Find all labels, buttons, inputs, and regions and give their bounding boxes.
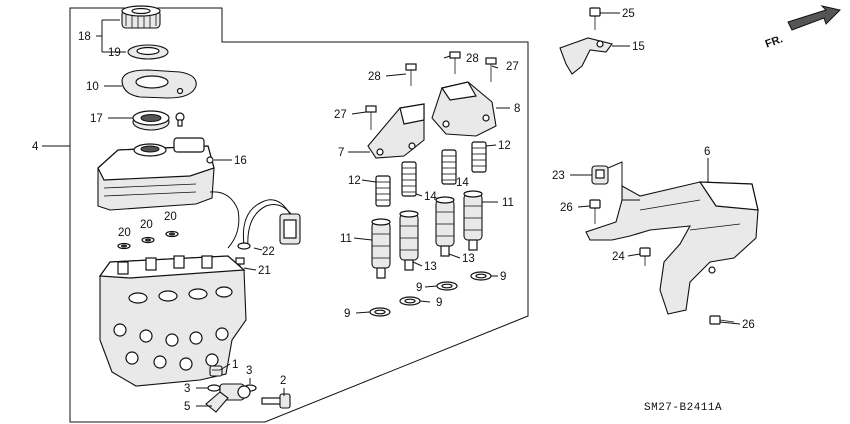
solenoid-valve-13-left xyxy=(399,210,419,271)
callout-15: 15 xyxy=(632,41,645,53)
leader-lines xyxy=(42,12,741,407)
callout-14b: 14 xyxy=(456,177,469,189)
callout-11a: 11 xyxy=(340,233,352,245)
diagram-code: SM27-B2411A xyxy=(644,402,722,414)
bolt-27a xyxy=(365,105,377,130)
callout-2: 2 xyxy=(280,375,286,387)
cap-seal-ring xyxy=(127,44,169,60)
callout-22: 22 xyxy=(262,246,275,258)
banjo-fitting-5 xyxy=(205,383,251,413)
callout-labels: 18 19 10 17 4 16 20 20 20 22 21 1 3 3 2 … xyxy=(32,8,755,413)
solenoid-cover-8 xyxy=(431,81,497,137)
o-ring-9a xyxy=(470,271,492,281)
callout-21: 21 xyxy=(258,265,271,277)
callout-9c: 9 xyxy=(436,297,442,309)
bolt-28b xyxy=(449,51,461,74)
callout-28b: 28 xyxy=(466,53,479,65)
wire-harness-connector xyxy=(237,199,301,250)
callout-19: 19 xyxy=(108,47,121,59)
callout-9b: 9 xyxy=(416,282,422,294)
o-ring-20a xyxy=(117,242,131,250)
callout-16: 16 xyxy=(234,155,247,167)
callout-20a: 20 xyxy=(118,227,131,239)
fitting-plug-1 xyxy=(209,365,223,377)
callout-25: 25 xyxy=(622,8,635,20)
assembly-boundary xyxy=(69,7,529,423)
o-ring-9b xyxy=(436,281,458,291)
callout-10: 10 xyxy=(86,81,99,93)
callout-3b: 3 xyxy=(246,365,252,377)
modulator-body xyxy=(98,255,247,387)
clip-23 xyxy=(591,165,609,185)
spring-14-left xyxy=(401,161,417,197)
callout-24: 24 xyxy=(612,251,625,263)
spring-14-right xyxy=(441,149,457,185)
callout-1: 1 xyxy=(232,359,238,371)
callout-17: 17 xyxy=(90,113,103,125)
reservoir-cap xyxy=(121,5,161,29)
o-ring-9c xyxy=(399,296,421,306)
filter-strainer xyxy=(132,110,170,131)
callout-5: 5 xyxy=(184,401,190,413)
front-direction-arrow: FR. xyxy=(764,5,841,51)
reservoir-tank xyxy=(97,137,215,211)
reservoir-hose xyxy=(209,191,240,249)
callout-9d: 9 xyxy=(344,308,350,320)
bolt-25 xyxy=(589,7,601,30)
small-screw-17 xyxy=(175,112,185,127)
callout-12a: 12 xyxy=(348,175,361,187)
o-ring-20b xyxy=(141,236,155,244)
callout-9a: 9 xyxy=(500,271,506,283)
spring-12-right xyxy=(471,141,487,173)
callout-27a: 27 xyxy=(334,109,347,121)
o-ring-9d xyxy=(369,307,391,317)
callout-23: 23 xyxy=(552,170,565,182)
callout-26b: 26 xyxy=(742,319,755,331)
callout-4: 4 xyxy=(32,141,39,153)
callout-3a: 3 xyxy=(184,383,190,395)
callout-27b: 27 xyxy=(506,61,519,73)
callout-12b: 12 xyxy=(498,140,511,152)
bracket-15 xyxy=(559,37,613,75)
callout-8: 8 xyxy=(514,103,520,115)
callout-7: 7 xyxy=(338,147,344,159)
bolt-26b xyxy=(709,315,735,325)
callout-20b: 20 xyxy=(140,219,153,231)
solenoid-valve-11-left xyxy=(371,218,391,279)
spring-12-left xyxy=(375,175,391,207)
callout-13b: 13 xyxy=(462,253,475,265)
sealing-washer-3a xyxy=(207,384,221,392)
callout-6: 6 xyxy=(704,146,710,158)
o-ring-20c xyxy=(165,230,179,238)
solenoid-valve-13-right xyxy=(435,196,455,257)
callout-14a: 14 xyxy=(424,191,437,203)
callout-26a: 26 xyxy=(560,202,573,214)
bolt-24 xyxy=(639,247,651,266)
direction-label: FR. xyxy=(764,33,785,50)
reservoir-gasket-plate xyxy=(121,69,197,99)
banjo-bolt-2 xyxy=(261,393,291,409)
solenoid-valve-11-right xyxy=(463,190,483,251)
callout-20c: 20 xyxy=(164,211,177,223)
solenoid-cover-7 xyxy=(367,103,425,159)
callout-18: 18 xyxy=(78,31,91,43)
bolt-28a xyxy=(405,63,417,86)
callout-11b: 11 xyxy=(502,197,514,209)
bolt-26a xyxy=(589,199,601,224)
bolt-27b xyxy=(485,57,497,82)
callout-13a: 13 xyxy=(424,261,437,273)
callout-28a: 28 xyxy=(368,71,381,83)
mounting-bracket-6 xyxy=(585,181,759,315)
